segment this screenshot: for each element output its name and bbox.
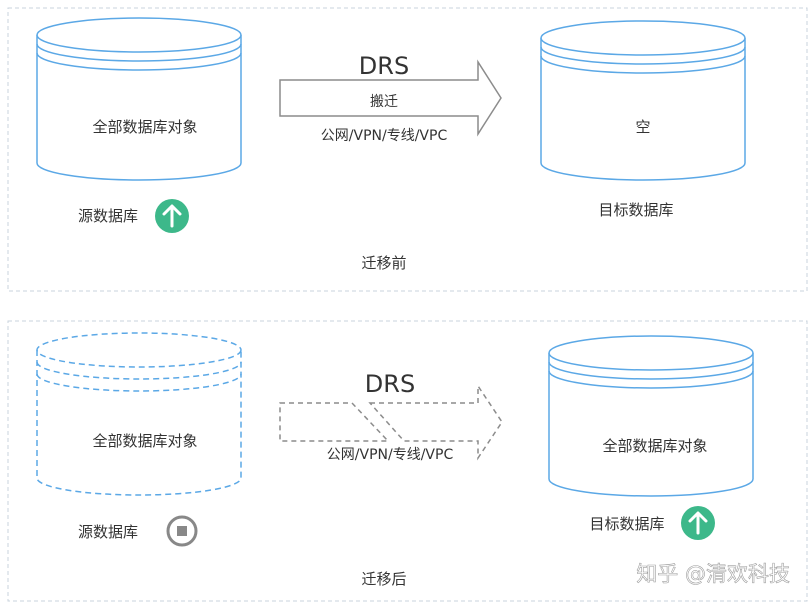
after-target-content: 全部数据库对象 <box>602 437 707 455</box>
panel-after <box>7 320 808 602</box>
after-source-database <box>36 332 242 496</box>
arrow-up-icon <box>155 199 189 233</box>
after-caption: 迁移后 <box>361 570 406 588</box>
panel-before <box>7 7 808 292</box>
before-source-content: 全部数据库对象 <box>92 118 197 136</box>
before-source-label: 源数据库 <box>78 207 138 225</box>
before-target-label: 目标数据库 <box>598 201 673 219</box>
stop-icon <box>166 515 198 547</box>
before-arrow-title: DRS <box>359 52 409 80</box>
before-source-database <box>36 17 242 181</box>
after-arrow-network: 公网/VPN/专线/VPC <box>327 447 454 463</box>
before-caption: 迁移前 <box>361 254 406 272</box>
before-target-content: 空 <box>635 118 650 136</box>
before-migration-arrow <box>279 59 502 137</box>
after-target-label: 目标数据库 <box>589 515 664 533</box>
watermark: 知乎 @清欢科技 <box>636 562 790 586</box>
before-arrow-action: 搬迁 <box>370 94 398 110</box>
arrow-up-icon <box>681 506 715 540</box>
before-arrow-network: 公网/VPN/专线/VPC <box>321 128 448 144</box>
after-arrow-title: DRS <box>365 370 415 398</box>
before-target-database <box>540 20 746 181</box>
after-target-database <box>548 335 754 497</box>
after-source-content: 全部数据库对象 <box>92 432 197 450</box>
after-source-label: 源数据库 <box>78 523 138 541</box>
after-migration-arrow <box>279 383 503 461</box>
